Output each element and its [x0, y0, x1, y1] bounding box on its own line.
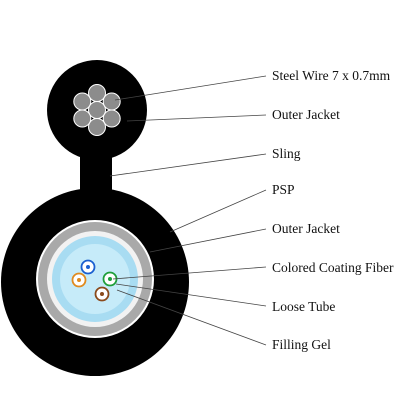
leader-outer-jacket-cable [149, 228, 267, 253]
steel-strand [102, 109, 121, 128]
leader-colored-coating-fiber [112, 266, 267, 280]
steel-strand [73, 109, 92, 128]
leader-steel-wire [114, 75, 267, 101]
label-outer-jacket-top: Outer Jacket [272, 107, 340, 122]
main-cable-assembly [1, 188, 189, 376]
fiber-core [108, 277, 112, 281]
gel-highlight [60, 244, 130, 314]
steel-strand [88, 84, 106, 102]
steel-wire-strands [73, 84, 121, 136]
label-steel-wire: Steel Wire 7 x 0.7mm [272, 68, 391, 83]
steel-strand [73, 92, 92, 111]
label-loose-tube: Loose Tube [272, 299, 336, 314]
label-outer-jacket-cable: Outer Jacket [272, 221, 340, 236]
label-filling-gel: Filling Gel [272, 337, 331, 352]
fiber-core [77, 278, 81, 282]
label-psp: PSP [272, 182, 295, 197]
steel-strand [102, 92, 121, 111]
messenger-wire-assembly [47, 60, 147, 160]
fiber-core [100, 292, 104, 296]
leader-sling [109, 153, 267, 177]
leader-loose-tube [115, 283, 267, 307]
leader-psp [169, 189, 267, 233]
colored-coating-fibers [71, 259, 118, 302]
label-colored-coating-fiber: Colored Coating Fiber [272, 260, 394, 275]
leader-filling-gel [116, 289, 267, 346]
steel-strand-center [88, 101, 106, 119]
steel-strand [88, 118, 106, 136]
label-sling: Sling [272, 146, 301, 161]
fiber-core [86, 265, 90, 269]
leader-lines [109, 75, 267, 346]
leader-outer-jacket-top [126, 114, 267, 122]
